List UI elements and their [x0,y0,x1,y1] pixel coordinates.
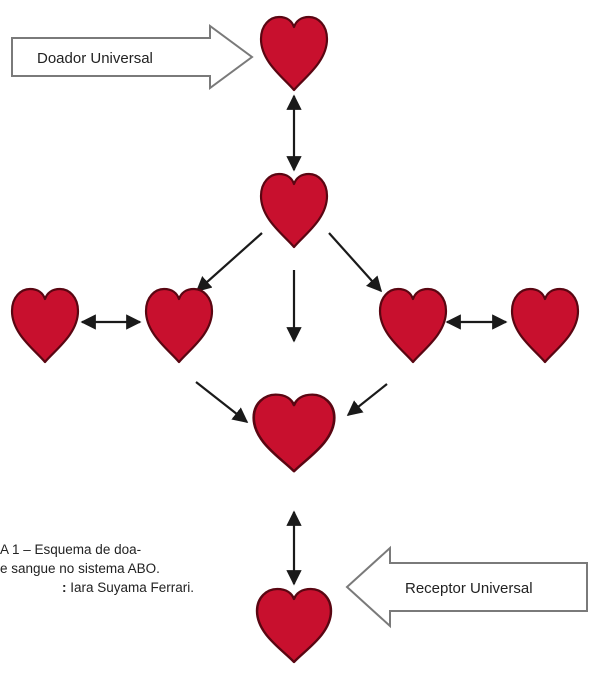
receiver-label: Receptor Universal [405,580,533,597]
heart-icon-lower-center [252,393,336,473]
receiver-callout-arrow [345,545,588,629]
caption-line-3: : Iara Suyama Ferrari. [62,580,195,595]
donor-callout: Doador Universal [11,24,254,90]
donor-callout-arrow [11,24,254,90]
caption-line-1: A 1 – Esquema de doa- [0,542,142,557]
caption-line-2: e sangue no sistema ABO. [0,561,160,576]
arrows [80,94,508,586]
arrow-to-left-center [195,232,263,293]
heart-icon-far-left [10,287,80,364]
heart-icon-upper-center [259,172,329,249]
heart-icon-center-left [144,287,214,364]
receiver-callout: Receptor Universal [345,545,588,629]
arrow-right-to-center [346,383,388,416]
donor-label: Doador Universal [37,50,153,67]
heart-icon-bottom [255,587,333,664]
heart-icon-center-right [378,287,448,364]
heart-icon-top [259,15,329,92]
arrow-to-right-center [328,232,383,293]
heart-icon-far-right [510,287,580,364]
arrow-left-to-center [195,381,249,423]
